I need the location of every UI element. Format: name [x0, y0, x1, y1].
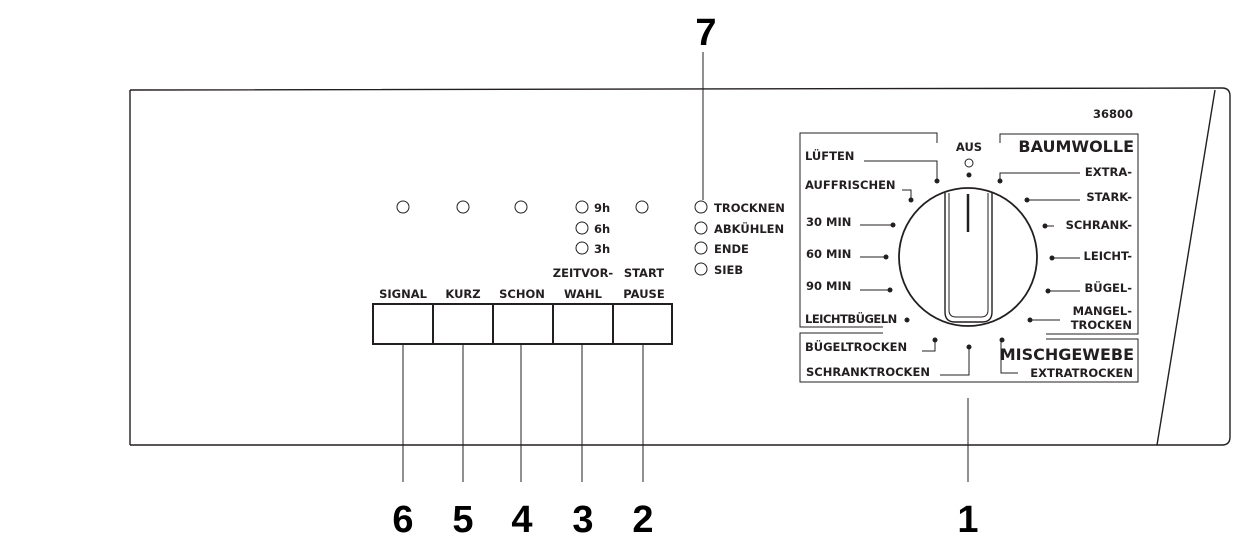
schon-button[interactable]: [492, 303, 554, 345]
program-dial[interactable]: [898, 187, 1038, 327]
cotton-program-bracket: [999, 133, 1139, 335]
group-baumwolle: BAUMWOLLE: [1018, 137, 1134, 156]
delay-3h-led: [575, 241, 589, 255]
callout-4: 4: [511, 499, 532, 541]
callout-3: 3: [572, 499, 593, 541]
aus-label: AUS: [956, 140, 982, 154]
dial-label-extratrocken: EXTRATROCKEN: [1030, 366, 1133, 380]
sieb-label: SIEB: [714, 263, 743, 277]
delay-9h-led: [575, 200, 589, 214]
dial-label-leichtbuegeln: LEICHTBÜGELN: [805, 311, 897, 326]
trocknen-led: [694, 200, 708, 214]
dial-label-schranktrocken: SCHRANKTROCKEN: [806, 365, 930, 379]
dial-label-trocken: TROCKEN: [1071, 318, 1132, 332]
zeitvorwahl-label-1: ZEITVOR-: [553, 266, 614, 280]
schon-label: SCHON: [499, 287, 545, 301]
abkuehlen-led: [694, 221, 708, 235]
ende-label: ENDE: [714, 242, 749, 256]
callout-lines: [402, 344, 969, 482]
model-number: 36800: [1093, 107, 1133, 121]
dial-knob-inner: [948, 193, 989, 318]
zeitvorwahl-button[interactable]: [552, 303, 614, 345]
callout-2: 2: [632, 499, 653, 541]
callout-6: 6: [392, 499, 413, 541]
ende-led: [694, 241, 708, 255]
dial-label-mangel: MANGEL-: [1073, 304, 1133, 318]
schon-led: [514, 200, 528, 214]
dial-position-dots: [883, 172, 1055, 350]
dial-label-schrank: SCHRANK-: [1066, 218, 1133, 232]
dial-label-stark: STARK-: [1086, 190, 1132, 204]
signal-label: SIGNAL: [379, 287, 428, 301]
dial-leader-lines: [860, 160, 1080, 376]
trocknen-label: TROCKNEN: [714, 201, 785, 215]
callout-5: 5: [452, 499, 473, 541]
delay-6h-led: [575, 221, 589, 235]
delay-6h-label: 6h: [594, 222, 610, 236]
start-label-1: START: [624, 266, 664, 280]
start-pause-button[interactable]: [612, 303, 673, 345]
kurz-label: KURZ: [445, 287, 480, 301]
dial-label-auffrischen: AUFFRISCHEN: [805, 178, 896, 192]
dial-label-60min: 60 MIN: [806, 247, 851, 261]
delay-3h-label: 3h: [594, 242, 610, 256]
panel-slant-edge: [1156, 89, 1216, 446]
dial-label-30min: 30 MIN: [806, 215, 851, 229]
signal-button[interactable]: [372, 303, 434, 345]
group-mischgewebe: MISCHGEWEBE: [1000, 345, 1134, 364]
abkuehlen-label: ABKÜHLEN: [714, 221, 784, 236]
sieb-led: [694, 262, 708, 276]
dial-label-leicht: LEICHT-: [1084, 249, 1133, 263]
dial-knob-grip: [944, 193, 993, 323]
dial-label-buegel: BÜGEL-: [1085, 280, 1133, 295]
callout-1: 1: [957, 499, 978, 541]
dial-label-extra: EXTRA-: [1085, 165, 1132, 179]
lower-program-bracket: [799, 332, 1139, 383]
callout-7: 7: [695, 12, 716, 54]
dial-label-buegeltrocken: BÜGELTROCKEN: [805, 339, 907, 354]
aus-indicator-icon: [964, 158, 974, 168]
dial-label-90min: 90 MIN: [806, 279, 851, 293]
panel-outline: [129, 87, 1231, 446]
dial-label-lueften: LÜFTEN: [805, 148, 854, 163]
start-led: [635, 200, 649, 214]
kurz-button[interactable]: [432, 303, 494, 345]
delay-9h-label: 9h: [594, 201, 610, 215]
start-label-2: PAUSE: [623, 287, 665, 301]
kurz-led: [456, 200, 470, 214]
left-program-bracket: [799, 132, 938, 328]
signal-led: [396, 200, 410, 214]
zeitvorwahl-label-2: WAHL: [564, 287, 603, 301]
